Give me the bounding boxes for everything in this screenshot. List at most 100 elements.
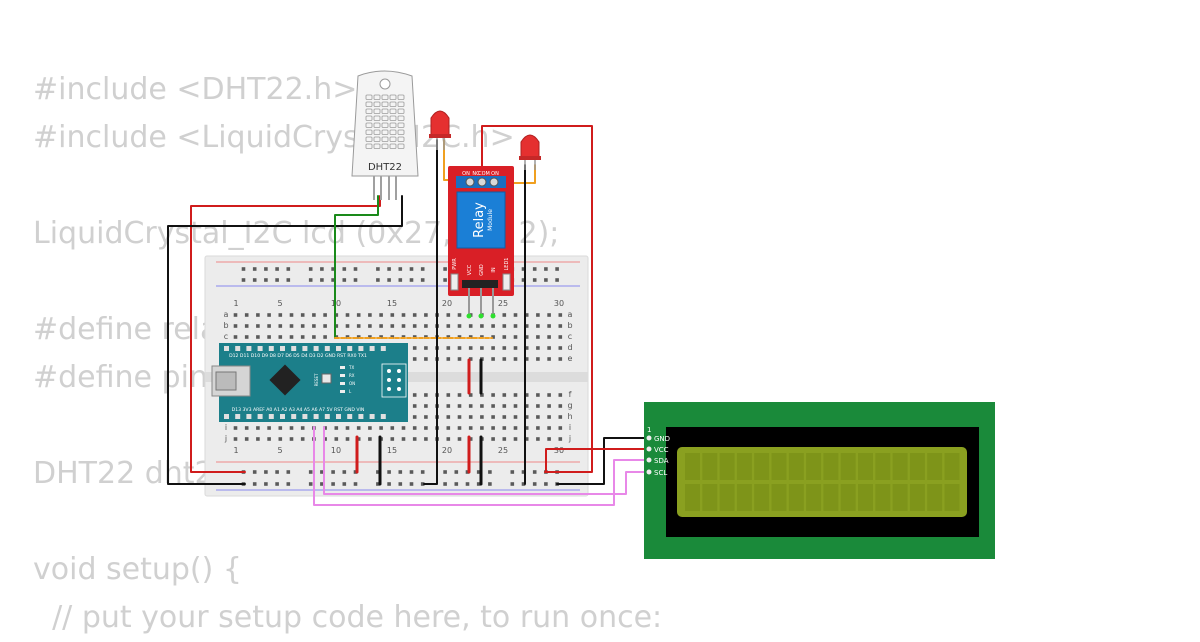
breadboard-hole[interactable]	[446, 313, 451, 317]
breadboard-hole[interactable]	[356, 313, 361, 317]
breadboard-hole[interactable]	[513, 335, 518, 339]
breadboard-hole[interactable]	[356, 426, 361, 430]
breadboard-hole[interactable]	[401, 324, 406, 328]
rail-hole[interactable]	[420, 470, 425, 474]
breadboard-hole[interactable]	[323, 426, 327, 430]
rail-hole[interactable]	[241, 267, 246, 271]
rail-hole[interactable]	[510, 482, 515, 486]
breadboard-hole[interactable]	[457, 346, 462, 350]
rail-hole[interactable]	[342, 278, 347, 282]
rail-hole[interactable]	[308, 470, 313, 474]
rail-hole[interactable]	[387, 470, 391, 474]
breadboard-hole[interactable]	[446, 415, 451, 419]
breadboard-hole[interactable]	[424, 324, 428, 328]
wire-dht-data[interactable]	[334, 195, 379, 339]
rail-hole[interactable]	[320, 470, 324, 474]
rail-hole[interactable]	[532, 470, 537, 474]
breadboard-hole[interactable]	[457, 313, 462, 317]
breadboard-hole[interactable]	[547, 357, 551, 361]
breadboard-hole[interactable]	[547, 324, 551, 328]
rail-hole[interactable]	[465, 482, 470, 486]
breadboard-hole[interactable]	[300, 335, 305, 339]
breadboard-hole[interactable]	[468, 437, 473, 441]
arduino-pin[interactable]	[235, 346, 241, 351]
breadboard-hole[interactable]	[345, 324, 350, 328]
rail-hole[interactable]	[398, 470, 403, 474]
arduino-pin[interactable]	[224, 414, 229, 419]
rail-hole[interactable]	[353, 482, 358, 486]
breadboard-hole[interactable]	[446, 324, 451, 328]
breadboard-hole[interactable]	[278, 313, 283, 317]
breadboard-hole[interactable]	[513, 393, 518, 397]
rail-hole[interactable]	[443, 470, 447, 474]
breadboard-hole[interactable]	[368, 313, 372, 317]
lcd-pin[interactable]	[646, 446, 652, 452]
breadboard-hole[interactable]	[300, 324, 305, 328]
breadboard-hole[interactable]	[424, 393, 428, 397]
breadboard-hole[interactable]	[502, 393, 507, 397]
breadboard-hole[interactable]	[491, 415, 495, 419]
breadboard-hole[interactable]	[536, 415, 540, 419]
breadboard-hole[interactable]	[491, 437, 495, 441]
breadboard-hole[interactable]	[513, 324, 518, 328]
breadboard-hole[interactable]	[412, 426, 417, 430]
breadboard-hole[interactable]	[468, 357, 473, 361]
wire-dht-gnd[interactable]	[167, 195, 403, 485]
breadboard-hole[interactable]	[368, 437, 372, 441]
breadboard-hole[interactable]	[267, 324, 271, 328]
breadboard-hole[interactable]	[300, 313, 305, 317]
breadboard-hole[interactable]	[446, 426, 451, 430]
breadboard-hole[interactable]	[401, 313, 406, 317]
breadboard-hole[interactable]	[424, 346, 428, 350]
breadboard-hole[interactable]	[558, 335, 563, 339]
breadboard-hole[interactable]	[379, 324, 383, 328]
arduino-pin[interactable]	[235, 414, 241, 419]
rail-hole[interactable]	[521, 278, 526, 282]
breadboard-hole[interactable]	[356, 335, 361, 339]
relay-module[interactable]: ON NC COM ON Relay Module PWR LED1 VCC G…	[448, 166, 514, 319]
breadboard-hole[interactable]	[390, 437, 395, 441]
breadboard-hole[interactable]	[524, 426, 529, 430]
arduino-pin[interactable]	[380, 414, 386, 419]
arduino-pin[interactable]	[324, 346, 330, 351]
breadboard-hole[interactable]	[278, 426, 283, 430]
breadboard-hole[interactable]	[480, 404, 484, 408]
breadboard-hole[interactable]	[547, 313, 551, 317]
rail-hole[interactable]	[320, 267, 324, 271]
breadboard-hole[interactable]	[468, 346, 473, 350]
rail-hole[interactable]	[398, 482, 403, 486]
rail-hole[interactable]	[264, 482, 268, 486]
arduino-pin[interactable]	[369, 414, 375, 419]
breadboard-hole[interactable]	[524, 404, 529, 408]
breadboard-hole[interactable]	[558, 393, 563, 397]
arduino-pin[interactable]	[347, 346, 353, 351]
breadboard-hole[interactable]	[502, 415, 507, 419]
breadboard-hole[interactable]	[468, 404, 473, 408]
breadboard-hole[interactable]	[524, 313, 529, 317]
breadboard-hole[interactable]	[446, 393, 451, 397]
breadboard-hole[interactable]	[480, 346, 484, 350]
breadboard-hole[interactable]	[390, 313, 395, 317]
breadboard-hole[interactable]	[323, 335, 327, 339]
breadboard-hole[interactable]	[412, 404, 417, 408]
rail-hole[interactable]	[544, 482, 548, 486]
rail-hole[interactable]	[544, 267, 548, 271]
breadboard-hole[interactable]	[390, 324, 395, 328]
breadboard-hole[interactable]	[491, 404, 495, 408]
rail-hole[interactable]	[376, 482, 380, 486]
arduino-pin[interactable]	[313, 346, 319, 351]
breadboard-hole[interactable]	[513, 415, 518, 419]
breadboard-hole[interactable]	[412, 437, 417, 441]
breadboard-hole[interactable]	[491, 346, 495, 350]
lcd-pin[interactable]	[646, 457, 652, 463]
wire-dht-vcc[interactable]	[190, 195, 381, 473]
breadboard-hole[interactable]	[244, 324, 249, 328]
rail-hole[interactable]	[420, 267, 425, 271]
breadboard-hole[interactable]	[412, 324, 417, 328]
rail-hole[interactable]	[409, 482, 414, 486]
breadboard-hole[interactable]	[256, 313, 260, 317]
breadboard-hole[interactable]	[446, 335, 451, 339]
rail-hole[interactable]	[420, 278, 425, 282]
rail-hole[interactable]	[443, 482, 447, 486]
breadboard-hole[interactable]	[267, 426, 271, 430]
